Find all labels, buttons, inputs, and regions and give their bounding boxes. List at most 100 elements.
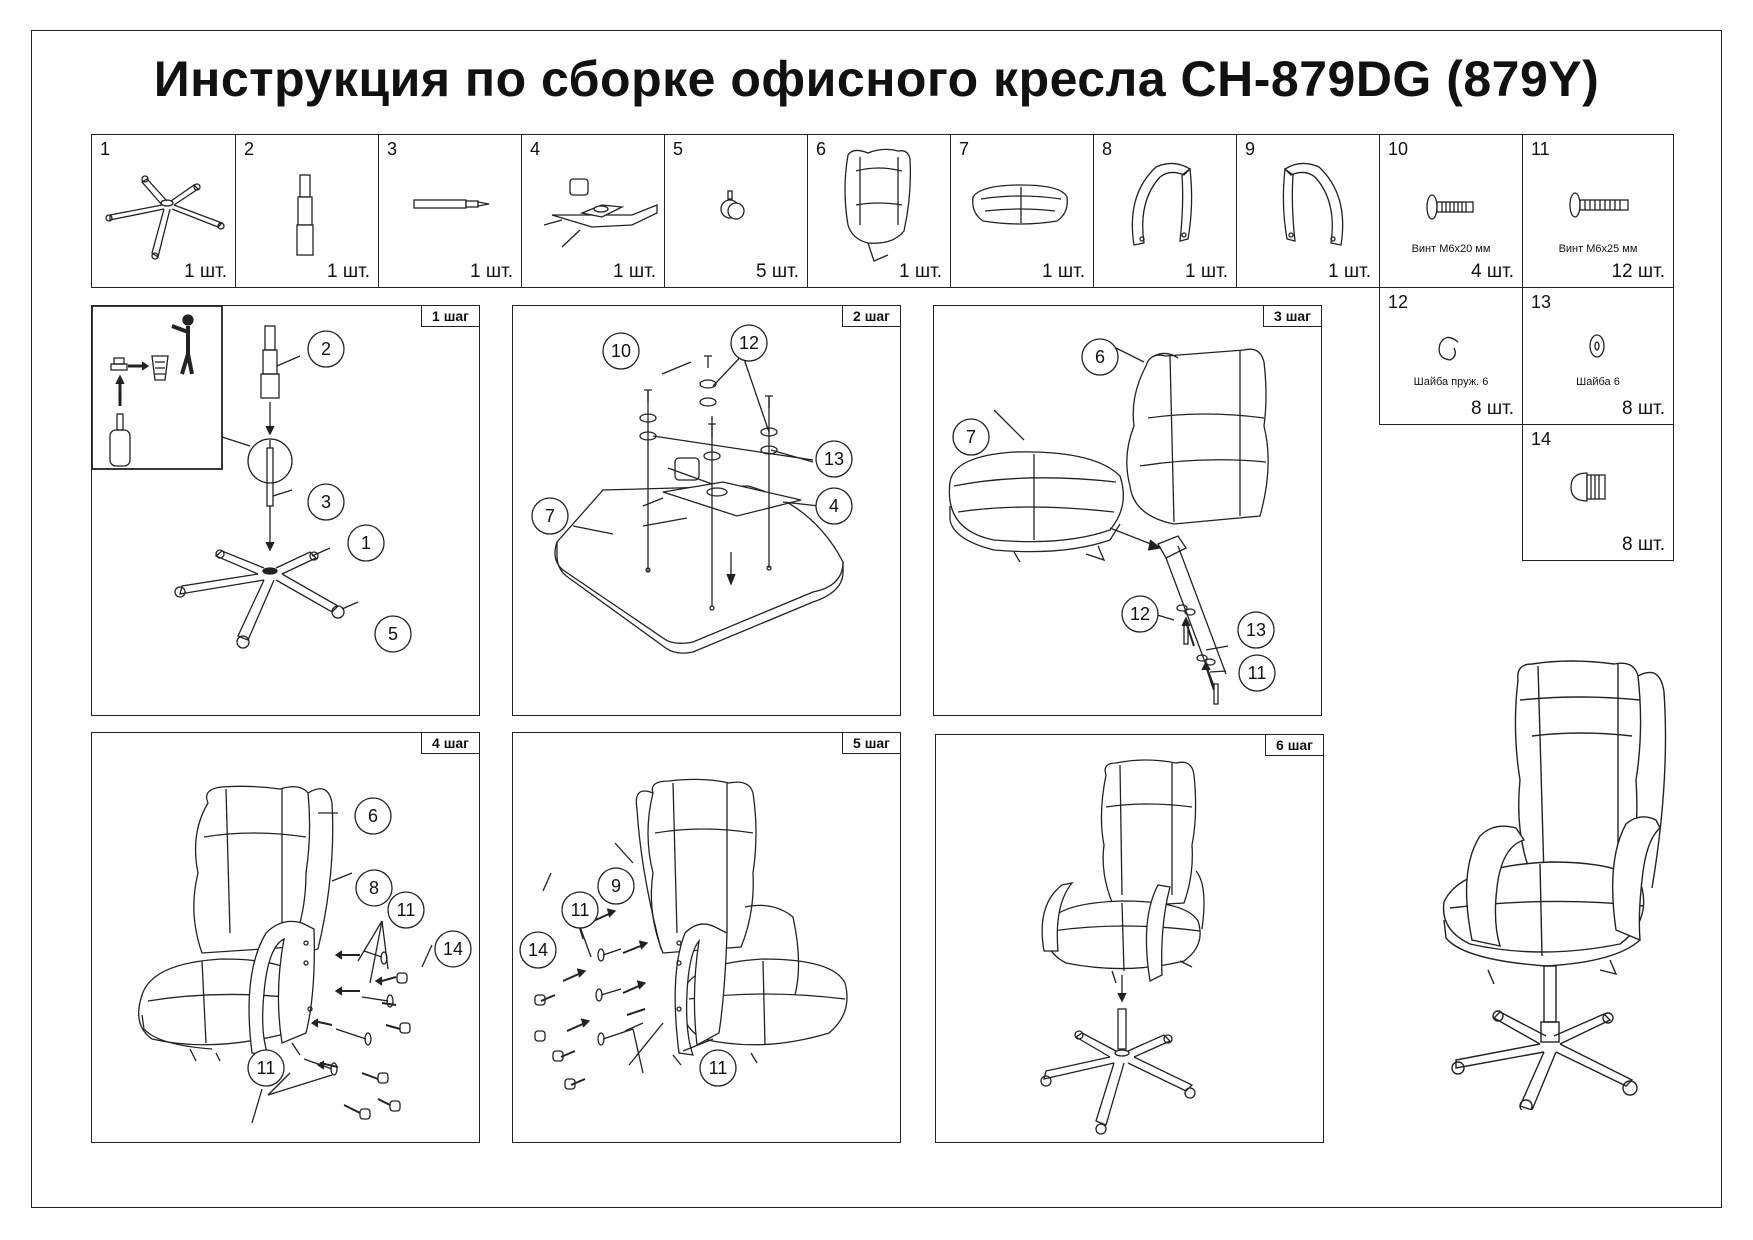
backrest-icon	[844, 148, 912, 262]
callout-number: 11	[257, 1058, 276, 1078]
callout-bubble: 11	[247, 1049, 285, 1087]
part-quantity: 1 шт.	[327, 261, 370, 282]
part-quantity: 1 шт.	[899, 261, 942, 282]
star-base-icon	[105, 175, 225, 260]
callout-bubble: 12	[1121, 595, 1159, 633]
part-quantity: 8 шт.	[1622, 398, 1665, 419]
step-1-panel: 1 шаг	[91, 305, 480, 716]
callout-number: 11	[1248, 663, 1267, 683]
step-3-illustration	[948, 345, 1269, 705]
part-number: 14	[1531, 429, 1552, 449]
callout-number: 7	[966, 427, 976, 447]
seat-icon	[972, 184, 1068, 225]
callout-bubble: 11	[1238, 654, 1276, 692]
step-2-panel: 2 шаг	[512, 305, 901, 716]
step-4-panel: 4 шаг	[91, 732, 480, 1143]
callout-bubble: 5	[374, 615, 412, 653]
cap-icon	[1570, 472, 1606, 502]
callout-number: 11	[571, 900, 590, 920]
caster-icon	[720, 190, 745, 220]
part-cell-6: 6 1 шт.	[807, 134, 951, 288]
screw-icon	[1569, 192, 1629, 218]
callout-bubble: 11	[561, 891, 599, 929]
part-quantity: 4 шт.	[1471, 261, 1514, 282]
part-number: 1	[100, 139, 111, 159]
part-cell-12: 12 Шайба пруж. 6 8 шт.	[1379, 287, 1523, 425]
assembled-chair-illustration	[1442, 660, 1667, 1110]
callout-bubble: 14	[434, 930, 472, 968]
part-number: 8	[1102, 139, 1113, 159]
part-number: 3	[387, 139, 398, 159]
page-title: Инструкция по сборке офисного кресла CH-…	[153, 51, 1600, 107]
step-2-illustration	[554, 347, 844, 654]
callout-bubble: 7	[952, 418, 990, 456]
part-quantity: 1 шт.	[1185, 261, 1228, 282]
callout-number: 9	[611, 876, 621, 896]
part-cell-13: 13 Шайба 6 8 шт.	[1522, 287, 1674, 425]
callout-bubble: 10	[602, 332, 640, 370]
part-number: 4	[530, 139, 541, 159]
part-number: 5	[673, 139, 684, 159]
callout-bubble: 11	[699, 1049, 737, 1087]
callout-number: 8	[369, 878, 379, 898]
callout-bubble: 8	[355, 869, 393, 907]
callout-bubble: 14	[519, 931, 557, 969]
step-3-label: 3 шаг	[1263, 305, 1322, 327]
callout-bubble: 7	[531, 497, 569, 535]
callout-bubble: 6	[354, 797, 392, 835]
part-cell-4: 4 1 шт.	[521, 134, 665, 288]
part-number: 12	[1388, 292, 1409, 312]
callout-number: 11	[397, 900, 416, 920]
part-cell-14: 14 8 шт.	[1522, 424, 1674, 561]
callout-number: 12	[739, 333, 759, 353]
callout-number: 2	[321, 339, 331, 359]
part-number: 10	[1388, 139, 1409, 159]
step-1-illustration	[92, 306, 359, 649]
armrest-right-icon	[1282, 162, 1344, 246]
part-quantity: 1 шт.	[184, 261, 227, 282]
part-cell-1: 1 1 шт.	[91, 134, 236, 288]
part-cell-10: 10 Винт М6х20 мм 4 шт.	[1379, 134, 1523, 288]
callout-bubble: 3	[307, 483, 345, 521]
part-cell-3: 3 1 шт.	[378, 134, 522, 288]
part-quantity: 1 шт.	[1328, 261, 1371, 282]
step-5-label: 5 шаг	[842, 732, 901, 754]
callout-bubble: 13	[815, 440, 853, 478]
callout-bubble: 6	[1081, 338, 1119, 376]
callout-number: 11	[709, 1058, 728, 1078]
part-cell-7: 7 1 шт.	[950, 134, 1094, 288]
washer-icon	[1589, 334, 1605, 358]
part-number: 7	[959, 139, 970, 159]
part-quantity: 12 шт.	[1611, 261, 1665, 282]
callout-number: 12	[1130, 604, 1150, 624]
callout-number: 1	[361, 533, 371, 553]
part-cell-5: 5 5 шт.	[664, 134, 808, 288]
callout-bubble: 9	[597, 867, 635, 905]
part-number: 11	[1531, 139, 1550, 159]
mechanism-icon	[543, 178, 658, 248]
part-quantity: 8 шт.	[1471, 398, 1514, 419]
part-number: 6	[816, 139, 827, 159]
callout-bubble: 4	[815, 487, 853, 525]
part-quantity: 1 шт.	[470, 261, 513, 282]
step-4-illustration	[138, 785, 433, 1124]
part-cell-8: 8 1 шт.	[1093, 134, 1237, 288]
step-6-illustration	[1040, 759, 1205, 1135]
callout-bubble: 1	[347, 524, 385, 562]
screw-icon	[1426, 194, 1474, 220]
callout-number: 6	[368, 806, 378, 826]
callout-number: 3	[321, 492, 331, 512]
part-quantity: 1 шт.	[1042, 261, 1085, 282]
part-quantity: 5 шт.	[756, 261, 799, 282]
part-caption: Винт М6х20 мм	[1411, 243, 1491, 255]
armrest-left-icon	[1131, 162, 1193, 246]
step-4-label: 4 шаг	[421, 732, 480, 754]
callout-number: 14	[443, 939, 463, 959]
step-6-panel: 6 шаг	[935, 734, 1324, 1143]
callout-number: 5	[388, 624, 398, 644]
step-1-label: 1 шаг	[421, 305, 480, 327]
step-2-label: 2 шаг	[842, 305, 901, 327]
page-frame	[31, 30, 1722, 1208]
part-quantity: 8 шт.	[1622, 534, 1665, 555]
part-quantity: 1 шт.	[613, 261, 656, 282]
